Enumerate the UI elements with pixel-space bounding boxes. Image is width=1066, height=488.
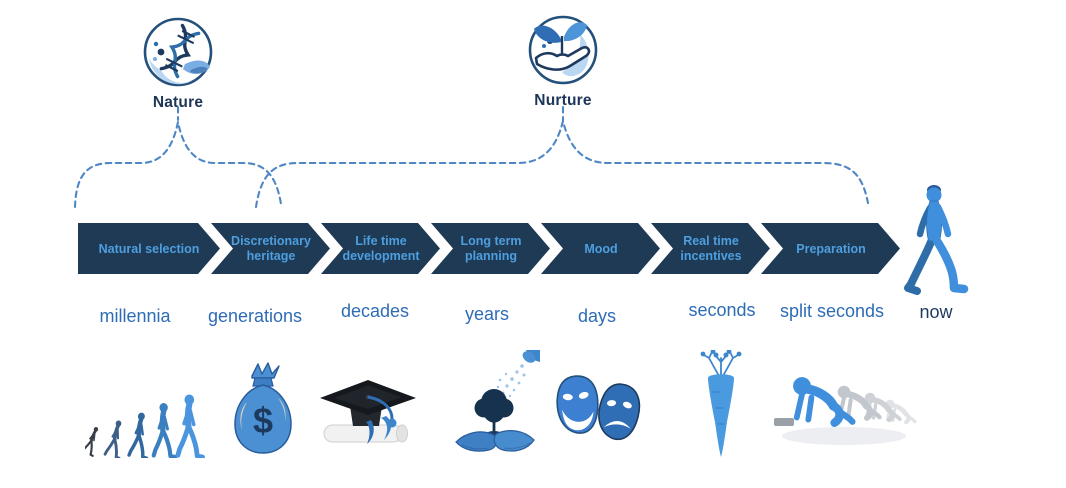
nurture-label: Nurture xyxy=(534,92,592,109)
nurture-brace-line xyxy=(254,120,870,209)
nature-label: Nature xyxy=(152,94,204,111)
timeline-segment-label: Preparation xyxy=(796,241,866,256)
nurture-group: Nurture xyxy=(524,12,602,110)
dollar-sign: $ xyxy=(253,400,273,441)
timescale-label-seconds: seconds xyxy=(688,300,756,320)
timescale-label-now: now xyxy=(919,302,953,322)
sapling-watering-icon xyxy=(455,350,540,452)
timescale-label-days: days xyxy=(577,306,617,326)
timescale-label-split-seconds: split seconds xyxy=(779,301,885,321)
timescale-label-generations: generations xyxy=(207,306,303,326)
carrot-icon xyxy=(700,350,742,457)
nature-brace-line xyxy=(73,121,283,209)
dna-leaf-icon xyxy=(143,17,213,87)
timescale-label-decades: decades xyxy=(340,301,410,321)
timeline-segment-label: Natural selection xyxy=(98,241,200,256)
timeline-segment-label: Mood xyxy=(584,241,618,256)
money-bag-icon: $ xyxy=(234,362,292,454)
timeline-segment-label: Life time development xyxy=(342,234,420,263)
evolution-of-man-icon xyxy=(85,362,205,458)
race-start-icon xyxy=(774,360,922,445)
hand-plant-icon xyxy=(528,15,598,85)
timescale-label-years: years xyxy=(464,304,510,324)
nature-group: Nature xyxy=(139,14,217,112)
timeline-segment-label: Long term planning xyxy=(460,234,522,263)
theater-masks-icon xyxy=(556,375,641,441)
timeline-segment-label: Discretionary heritage xyxy=(231,234,311,263)
graduation-cap-icon xyxy=(320,380,416,444)
timeline-segment-label: Real time incentives xyxy=(680,234,742,263)
walking-person-icon xyxy=(904,185,969,295)
timescale-label-millennia: millennia xyxy=(99,306,171,326)
